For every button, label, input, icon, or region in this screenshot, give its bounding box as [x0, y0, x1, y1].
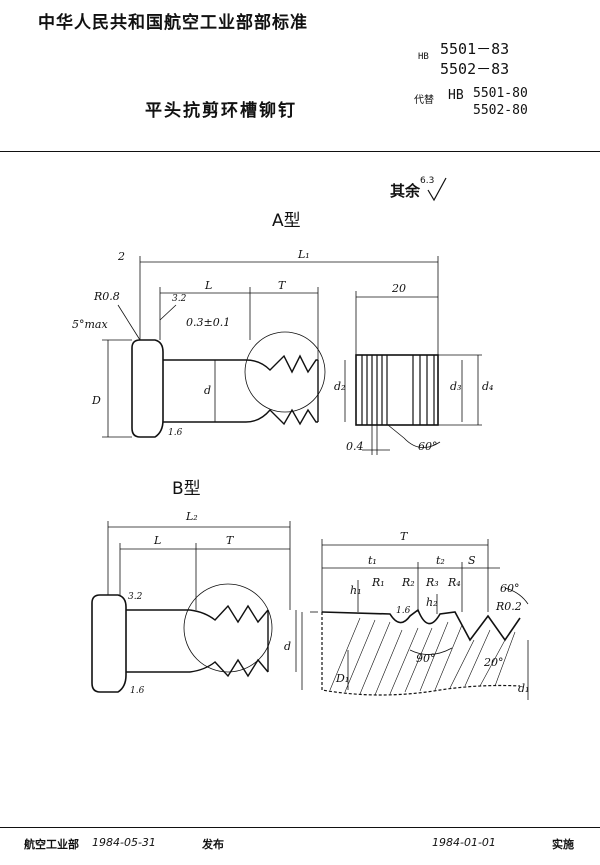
- roughness-1-6-a: 1.6: [168, 428, 183, 438]
- dim-R08: R0.8: [94, 290, 120, 303]
- dim-fillet: 0.3±0.1: [186, 316, 231, 329]
- dim-t1: t₁: [368, 554, 377, 567]
- dim-d-a: d: [204, 384, 212, 397]
- dim-angle-60-a: 60°: [418, 440, 438, 453]
- type-b-label: B型: [172, 479, 201, 499]
- dim-head-offset: 2: [118, 250, 125, 263]
- surface-roughness-rest-label: 其余: [390, 182, 421, 200]
- replaces-label: 代替: [414, 95, 434, 106]
- dim-T-b: T: [226, 534, 234, 547]
- dim-S: S: [468, 554, 476, 567]
- dim-D: D: [92, 394, 101, 407]
- document-title: 平头抗剪环槽铆钉: [145, 101, 297, 121]
- dim-h2: h₂: [426, 596, 438, 609]
- replaces-number-2: 5502-80: [473, 103, 528, 118]
- roughness-1-6-b: 1.6: [130, 686, 145, 696]
- surface-roughness-rest-value: 6.3: [420, 176, 435, 186]
- dim-t2: t₂: [436, 554, 445, 567]
- dim-d4: d₄: [482, 380, 494, 393]
- roughness-1-6-detail: 1.6: [396, 606, 411, 616]
- dim-angle-90: 90°: [416, 652, 436, 665]
- dim-d3: d₃: [450, 380, 462, 393]
- footer-implementation-date: 1984-01-01: [432, 836, 496, 849]
- dim-L1: L₁: [298, 248, 310, 261]
- rivet-head-a: [131, 339, 164, 438]
- dim-L-b: L: [154, 534, 162, 547]
- footer-divider: [0, 827, 600, 828]
- dim-h1: h₁: [350, 584, 362, 597]
- header-divider: [0, 151, 600, 152]
- dim-d1: d₁: [518, 682, 530, 695]
- replaces-number-1: 5501-80: [473, 86, 528, 101]
- type-a-label: A型: [272, 211, 301, 231]
- dim-T-a: T: [278, 279, 286, 292]
- dim-R0-2: R0.2: [496, 600, 522, 613]
- roughness-3-2-a: 3.2: [172, 294, 187, 304]
- footer-issue-label: 发布: [202, 838, 224, 851]
- dim-20: 20: [392, 282, 406, 295]
- issuing-organization: 中华人民共和国航空工业部部标准: [38, 13, 308, 33]
- standard-number-1: 5501－83: [440, 40, 510, 58]
- footer-implementation-label: 实施: [552, 838, 574, 851]
- rivet-head-b: [91, 594, 127, 693]
- footer-issuer: 航空工业部: [24, 838, 79, 851]
- dim-T-detail: T: [400, 530, 408, 543]
- dim-d2: d₂: [334, 380, 346, 393]
- roughness-symbol-icon: [427, 177, 447, 202]
- standard-number-2: 5502－83: [440, 60, 510, 78]
- dim-0-4: 0.4: [346, 440, 364, 453]
- dim-angle-20: 20°: [484, 656, 504, 669]
- footer-issue-date: 1984-05-31: [92, 836, 156, 849]
- replaces-code-label: HB: [448, 88, 464, 103]
- dim-D1: D₁: [336, 672, 350, 685]
- dim-R4: R₄: [448, 576, 461, 589]
- dim-R2: R₂: [402, 576, 415, 589]
- dim-L2: L₂: [186, 510, 198, 523]
- dim-L-a: L: [205, 279, 213, 292]
- dim-angle-60-detail: 60°: [500, 582, 520, 595]
- roughness-3-2-b: 3.2: [128, 592, 143, 602]
- dim-R3: R₃: [426, 576, 439, 589]
- standard-code-label: HB: [418, 52, 429, 62]
- collar-a: [355, 354, 439, 426]
- groove-profile: [321, 608, 521, 642]
- dim-R1: R₁: [372, 576, 385, 589]
- dim-angle-5max: 5°max: [72, 318, 108, 331]
- dim-d-b: d: [284, 640, 292, 653]
